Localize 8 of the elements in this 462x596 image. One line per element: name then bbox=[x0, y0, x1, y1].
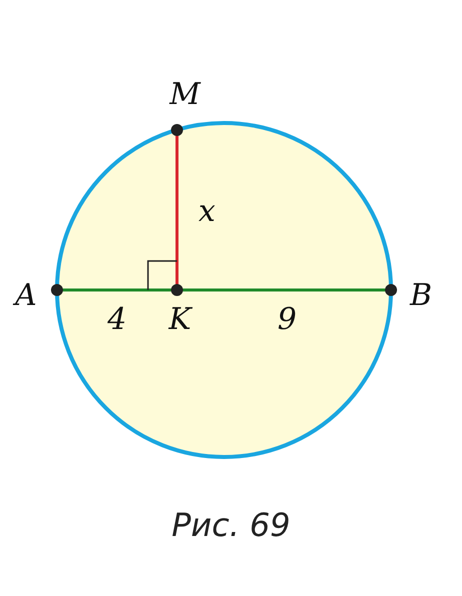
length-label: 9 bbox=[277, 305, 297, 335]
length-label: x bbox=[198, 197, 216, 227]
figure-caption: Рис. 69 bbox=[172, 506, 290, 544]
point-label: B bbox=[410, 281, 432, 311]
point-label: M bbox=[170, 80, 200, 110]
length-label: 4 bbox=[107, 305, 127, 335]
point-label: K bbox=[168, 305, 192, 335]
point-label: A bbox=[15, 281, 37, 311]
